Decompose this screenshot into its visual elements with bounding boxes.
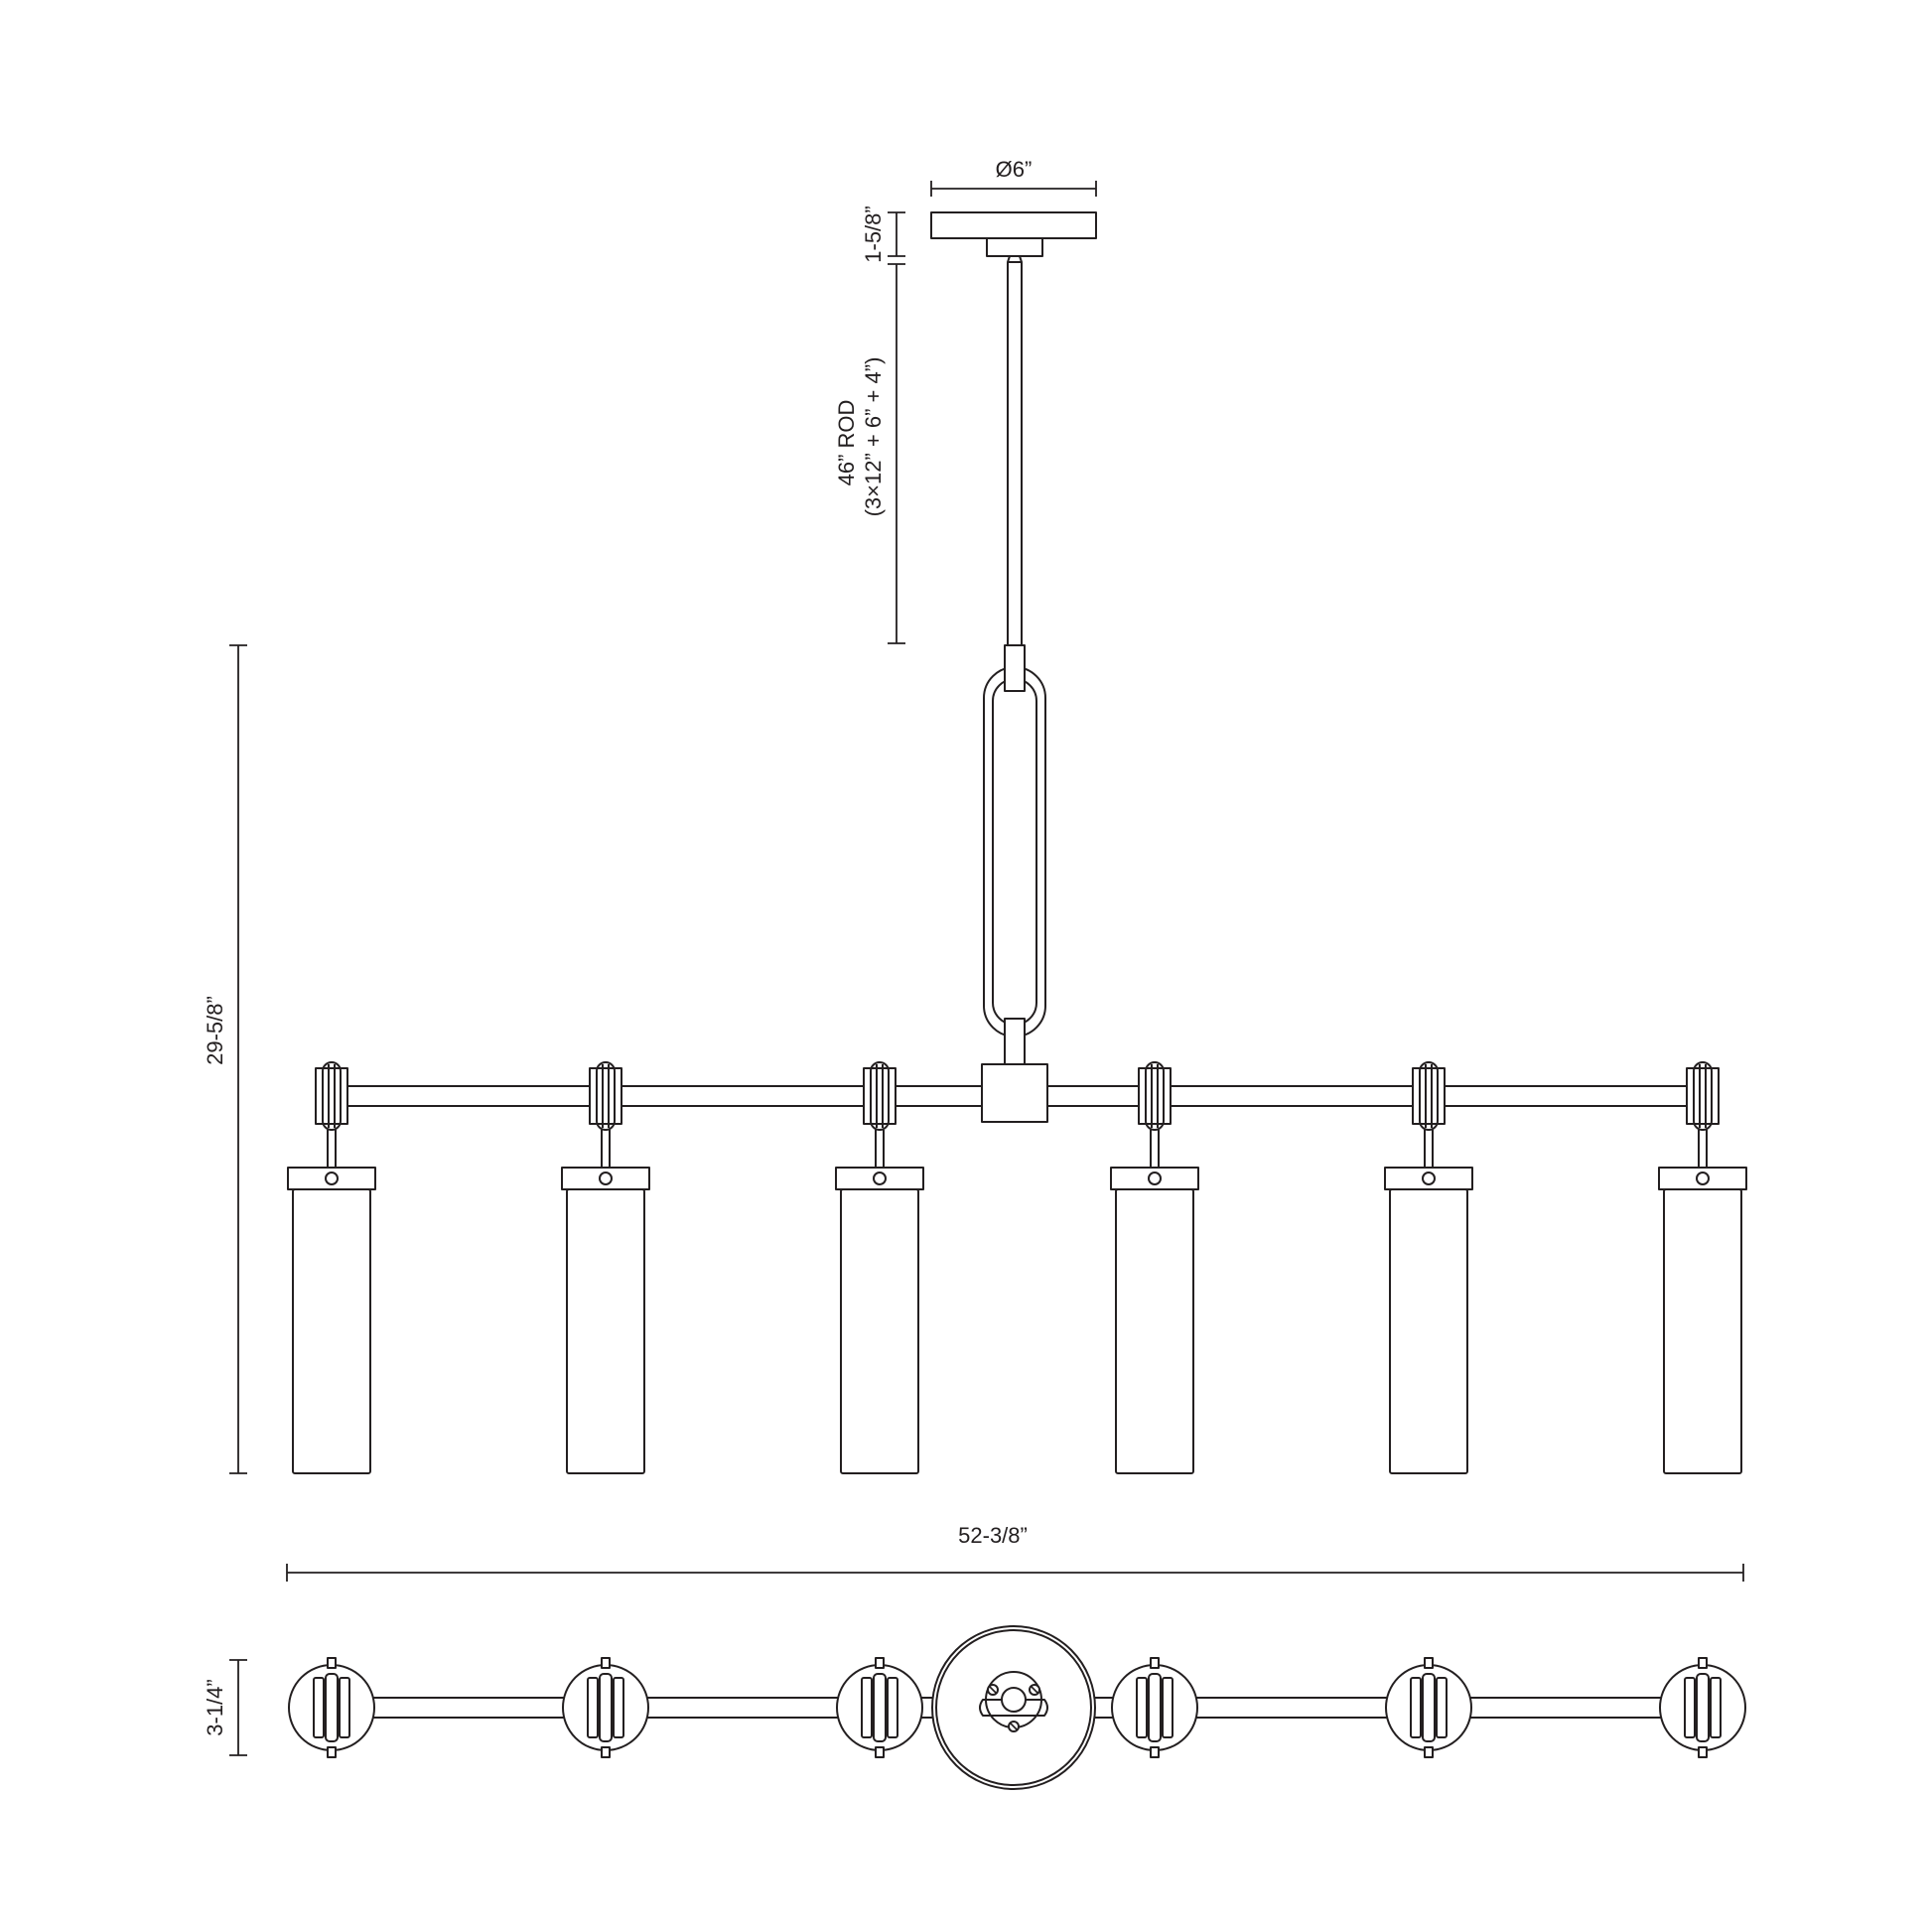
canopy-plan xyxy=(931,1625,1096,1790)
link-loop xyxy=(983,644,1046,1065)
canopy-diameter-dimension xyxy=(930,181,1097,197)
pendant-2 xyxy=(561,1061,650,1474)
pendant-clamp xyxy=(1686,1067,1720,1125)
rod-length-label: 46” ROD xyxy=(834,400,859,486)
socket-plan-3 xyxy=(836,1657,923,1758)
front-pendants xyxy=(287,1061,1747,1474)
canopy-diameter-label: Ø6” xyxy=(996,157,1033,182)
overall-width-dimension xyxy=(286,1564,1744,1582)
pendant-glass-shade xyxy=(840,1188,919,1474)
overall-height-dimension xyxy=(229,644,247,1474)
pendant-clamp xyxy=(315,1067,348,1125)
rod-length-dimension xyxy=(888,263,905,644)
rod-breakdown-label: (3×12” + 6” + 4”) xyxy=(861,357,886,517)
pendant-6 xyxy=(1658,1061,1747,1474)
socket-plan-4 xyxy=(1111,1657,1198,1758)
rod xyxy=(1007,262,1023,645)
pendant-clamp xyxy=(1138,1067,1172,1125)
canopy-height-label: 1-5/8” xyxy=(861,206,886,262)
socket-plan-6 xyxy=(1659,1657,1746,1758)
pendant-clamp xyxy=(589,1067,622,1125)
pendant-3 xyxy=(835,1061,924,1474)
dimension-lines xyxy=(229,181,1744,1756)
pendant-1 xyxy=(287,1061,376,1474)
depth-label: 3-1/4” xyxy=(203,1679,227,1735)
pendant-glass-shade xyxy=(292,1188,371,1474)
overall-height-label: 29-5/8” xyxy=(203,996,227,1065)
socket-plan-5 xyxy=(1385,1657,1472,1758)
pendant-clamp xyxy=(1412,1067,1446,1125)
dimension-labels: Ø6” 1-5/8” 46” ROD (3×12” + 6” + 4”) 29-… xyxy=(203,157,1032,1736)
front-elevation xyxy=(287,211,1747,1474)
top-view xyxy=(288,1625,1746,1790)
pendant-glass-shade xyxy=(1663,1188,1742,1474)
plan-sockets xyxy=(288,1657,1746,1758)
pendant-4 xyxy=(1110,1061,1199,1474)
pendant-glass-shade xyxy=(1389,1188,1468,1474)
socket-plan-2 xyxy=(562,1657,649,1758)
center-hub xyxy=(981,1063,1048,1123)
socket-plan-1 xyxy=(288,1657,375,1758)
pendant-5 xyxy=(1384,1061,1473,1474)
pendant-clamp xyxy=(863,1067,897,1125)
depth-dimension xyxy=(229,1659,247,1756)
pendant-glass-shade xyxy=(1115,1188,1194,1474)
overall-width-label: 52-3/8” xyxy=(958,1523,1028,1548)
canopy-height-dimension xyxy=(888,211,905,257)
canopy xyxy=(930,211,1097,263)
pendant-glass-shade xyxy=(566,1188,645,1474)
